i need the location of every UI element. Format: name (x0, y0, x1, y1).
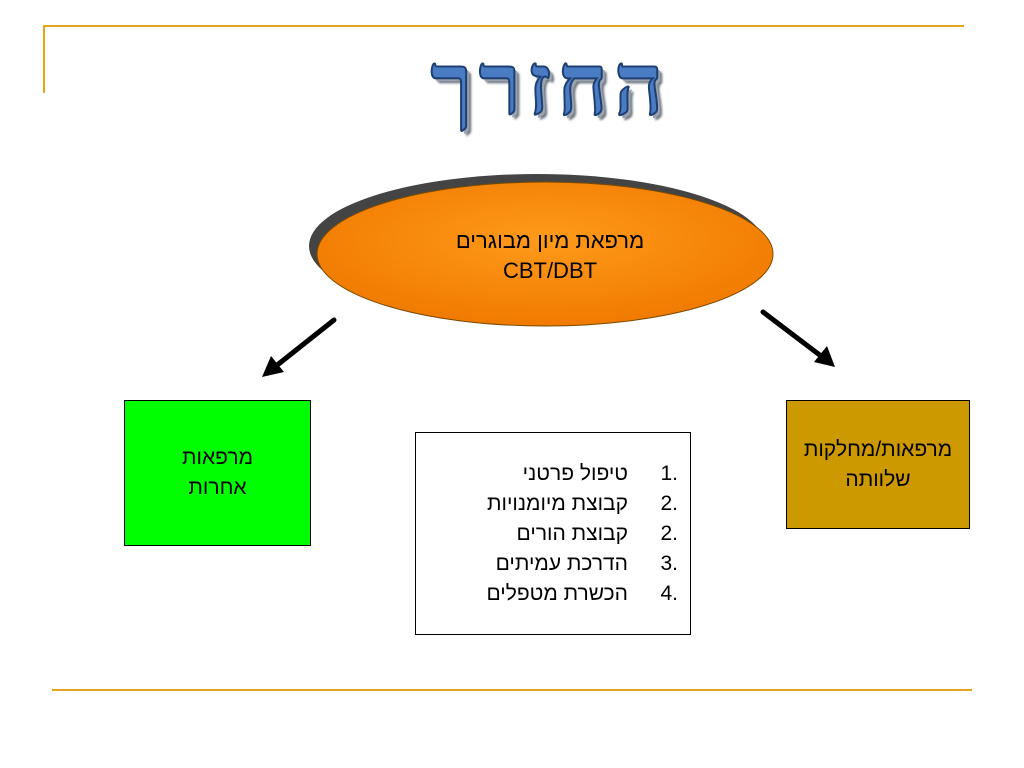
frame-top-line (43, 25, 964, 27)
list-item: 2. קבוצת הורים (486, 519, 678, 549)
list-item: 2. קבוצת מיומנויות (486, 489, 678, 519)
center-node-line1: מרפאת מיון מבוגרים (455, 228, 645, 253)
list-item-label: הדרכת עמיתים (495, 551, 628, 575)
list-item: 1. טיפול פרטני (486, 459, 678, 489)
list-item-label: קבוצת הורים (516, 521, 628, 545)
list-item: 3. הדרכת עמיתים (486, 549, 678, 579)
arrow-left (262, 317, 337, 377)
left-node-line1: מרפאות (182, 446, 253, 469)
list-item-label: טיפול פרטני (522, 461, 628, 485)
list-item-label: הכשרת מטפלים (486, 581, 628, 605)
center-node-label: מרפאת מיון מבוגרים CBT/DBT (360, 226, 740, 286)
list-item-label: קבוצת מיומנויות (486, 491, 628, 515)
list-item-number: 4. (660, 581, 678, 605)
list-item-number: 1. (660, 461, 678, 485)
list-item-number: 3. (660, 551, 678, 575)
right-node-box: מרפאות/מחלקות שלוותה (786, 400, 970, 529)
left-node-box: מרפאות אחרות (124, 400, 311, 546)
right-node-line1: מרפאות/מחלקות (803, 437, 953, 461)
frame-bottom-line (52, 689, 972, 691)
list-item-number: 2. (660, 491, 678, 515)
arrow-right (760, 309, 835, 367)
frame-left-line (43, 25, 45, 93)
center-node-ellipse (316, 181, 774, 327)
services-list: 1. טיפול פרטני 2. קבוצת מיומנויות 2. קבו… (486, 459, 678, 609)
center-node-line2: CBT/DBT (502, 258, 598, 283)
left-node-line2: אחרות (188, 476, 247, 499)
slide-title: החזרך (430, 33, 670, 136)
services-box: 1. טיפול פרטני 2. קבוצת מיומנויות 2. קבו… (415, 432, 691, 635)
list-item: 4. הכשרת מטפלים (486, 579, 678, 609)
right-node-line2: שלוותה (845, 467, 911, 491)
list-item-number: 2. (660, 521, 678, 545)
